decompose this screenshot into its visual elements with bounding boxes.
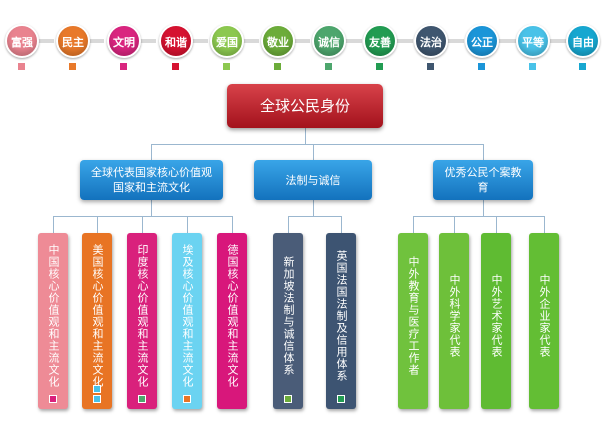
leaf-node-artists: 中外艺术家代表 xyxy=(481,233,511,409)
leaf-marker xyxy=(49,395,57,403)
value-circle-chengxin: 诚信 xyxy=(312,24,346,58)
leaf-label: 印度核心价值观和主流文化 xyxy=(136,244,149,388)
connector-line xyxy=(341,216,342,233)
value-square xyxy=(376,63,383,70)
connector-line xyxy=(232,216,233,233)
connector-line xyxy=(483,144,484,160)
leaf-label: 埃及核心价值观和主流文化 xyxy=(181,244,194,388)
connector-line xyxy=(288,216,341,217)
connector-line xyxy=(288,216,289,233)
connector-line xyxy=(187,216,188,233)
branch-node-law-integrity: 法制与诚信 xyxy=(254,160,372,200)
leaf-marker xyxy=(337,395,345,403)
connector-line xyxy=(97,216,98,233)
leaf-label: 新加坡法制与诚信体系 xyxy=(282,256,295,376)
connector-line xyxy=(313,200,314,216)
value-circle-aiguo: 爱国 xyxy=(210,24,244,58)
row-connector xyxy=(344,39,362,43)
branch-node-national-values: 全球代表国家核心价值观国家和主流文化 xyxy=(80,160,223,200)
leaf-node-usa: 美国核心价值观和主流文化 xyxy=(82,233,112,409)
value-square xyxy=(274,63,281,70)
leaf-label: 中外艺术家代表 xyxy=(490,274,503,358)
leaf-node-scientists: 中外科学家代表 xyxy=(439,233,469,409)
value-square xyxy=(478,63,485,70)
connector-line xyxy=(483,200,484,216)
leaf-node-educators-medics: 中外教育与医疗工作者 xyxy=(398,233,428,409)
connector-line xyxy=(496,216,497,233)
row-connector xyxy=(36,39,54,43)
row-connector xyxy=(446,39,464,43)
leaf-node-germany: 德国核心价值观和主流文化 xyxy=(217,233,247,409)
leaf-label: 中国核心价值观和主流文化 xyxy=(47,244,60,388)
leaf-node-india: 印度核心价值观和主流文化 xyxy=(127,233,157,409)
value-circle-hexie: 和谐 xyxy=(159,24,193,58)
value-circle-gongzheng: 公正 xyxy=(465,24,499,58)
root-node: 全球公民身份 xyxy=(227,84,383,128)
value-square xyxy=(172,63,179,70)
connector-line xyxy=(413,216,544,217)
connector-line xyxy=(151,200,152,216)
leaf-marker xyxy=(93,385,101,393)
row-connector xyxy=(138,39,156,43)
leaf-node-entrepreneurs: 中外企业家代表 xyxy=(529,233,559,409)
row-connector xyxy=(241,39,259,43)
leaf-label: 中外教育与医疗工作者 xyxy=(407,256,420,376)
row-connector xyxy=(292,39,310,43)
value-square xyxy=(223,63,230,70)
value-circle-pingdeng: 平等 xyxy=(516,24,550,58)
value-square xyxy=(69,63,76,70)
leaf-label: 美国核心价值观和主流文化 xyxy=(91,244,104,388)
connector-line xyxy=(151,144,152,160)
value-circle-fazhi: 法治 xyxy=(414,24,448,58)
value-square xyxy=(579,63,586,70)
leaf-node-egypt: 埃及核心价值观和主流文化 xyxy=(172,233,202,409)
value-square xyxy=(325,63,332,70)
connector-line xyxy=(413,216,414,233)
row-connector xyxy=(549,39,567,43)
connector-line xyxy=(305,128,306,144)
row-connector xyxy=(86,39,104,43)
value-circle-wenming: 文明 xyxy=(107,24,141,58)
row-connector xyxy=(498,39,516,43)
leaf-label: 英国法国法制及信用体系 xyxy=(335,250,348,382)
value-circle-youshan: 友善 xyxy=(363,24,397,58)
leaf-node-uk-france: 英国法国法制及信用体系 xyxy=(326,233,356,409)
leaf-marker xyxy=(138,395,146,403)
value-circle-fuqiang: 富强 xyxy=(5,24,39,58)
branch-node-citizen-cases: 优秀公民个案教育 xyxy=(433,160,533,200)
row-connector xyxy=(190,39,208,43)
leaf-label: 中外企业家代表 xyxy=(538,274,551,358)
leaf-marker xyxy=(284,395,292,403)
value-square xyxy=(120,63,127,70)
connector-line xyxy=(454,216,455,233)
leaf-node-singapore: 新加坡法制与诚信体系 xyxy=(273,233,303,409)
value-circle-jingye: 敬业 xyxy=(261,24,295,58)
connector-line xyxy=(53,216,54,233)
leaf-label: 德国核心价值观和主流文化 xyxy=(226,244,239,388)
value-square xyxy=(529,63,536,70)
row-connector xyxy=(395,39,413,43)
leaf-marker xyxy=(93,395,101,403)
value-circle-ziyou: 自由 xyxy=(566,24,600,58)
connector-line xyxy=(313,144,314,160)
leaf-marker xyxy=(183,395,191,403)
value-square xyxy=(427,63,434,70)
leaf-node-china: 中国核心价值观和主流文化 xyxy=(38,233,68,409)
connector-line xyxy=(151,144,483,145)
connector-line xyxy=(544,216,545,233)
value-circle-minzhu: 民主 xyxy=(56,24,90,58)
value-square xyxy=(18,63,25,70)
core-values-row: 富强 民主 文明 和谐 爱国 敬业 诚信 友善 法治 公正 平等 自由 xyxy=(0,0,602,80)
leaf-label: 中外科学家代表 xyxy=(448,274,461,358)
connector-line xyxy=(142,216,143,233)
